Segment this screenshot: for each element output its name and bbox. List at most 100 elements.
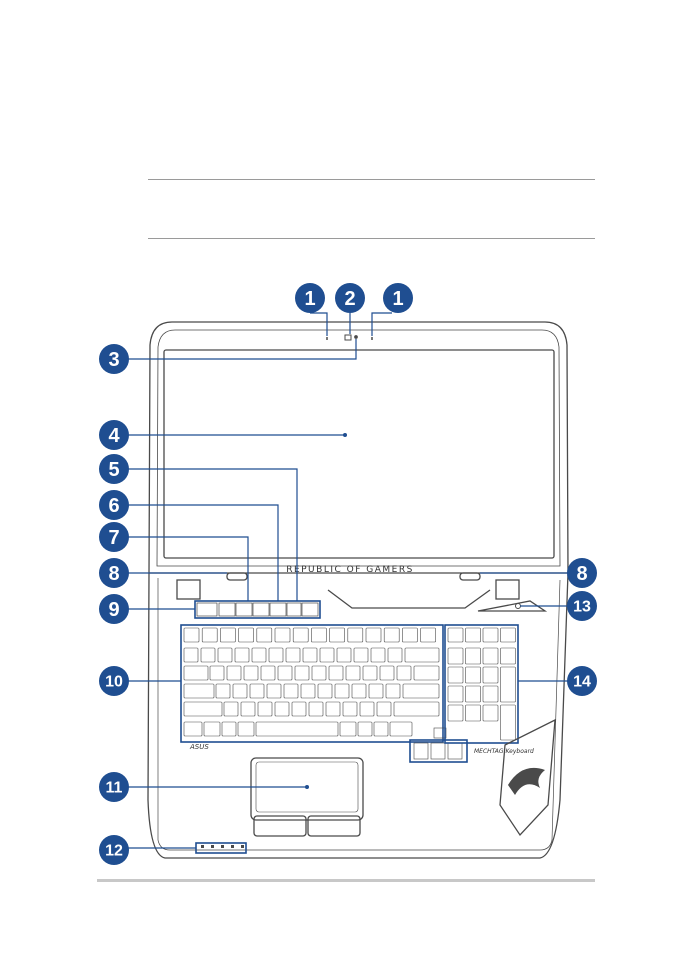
key [393, 701, 440, 717]
callout-13: 13 [567, 591, 597, 621]
key [345, 665, 361, 681]
callout-label: 5 [108, 459, 119, 481]
callout-label: 4 [108, 425, 120, 447]
key [325, 701, 341, 717]
display-panel [163, 349, 555, 559]
numpad-key [500, 627, 516, 643]
numpad-key [465, 627, 481, 643]
leader-1-right [371, 312, 392, 336]
key [209, 665, 225, 681]
touchpad-left-button [253, 815, 307, 837]
key [285, 647, 301, 663]
key [368, 683, 384, 699]
leader-1-left [310, 312, 328, 336]
key [277, 665, 293, 681]
callout-5: 5 [99, 454, 129, 484]
leader-6 [114, 504, 279, 601]
leader-5 [114, 468, 298, 601]
key [351, 683, 367, 699]
callout-14: 14 [567, 666, 597, 696]
leader-3 [114, 339, 357, 360]
key [365, 627, 382, 643]
key [251, 647, 267, 663]
center-vent [327, 589, 491, 609]
webcam-indicator [354, 335, 358, 339]
key [237, 721, 255, 737]
key [311, 627, 327, 643]
callout-8: 8 [99, 558, 129, 588]
key [183, 665, 209, 681]
callout-7: 7 [99, 522, 129, 552]
key [413, 665, 440, 681]
key [319, 647, 335, 663]
hotkey-macro-3 [252, 602, 270, 617]
key [201, 627, 218, 643]
callout-6: 6 [99, 490, 129, 520]
speaker-right [459, 572, 481, 581]
hotkey-volume-up [301, 602, 319, 617]
key [389, 721, 413, 737]
key [183, 721, 203, 737]
key [347, 627, 364, 643]
hinge-left [176, 579, 201, 600]
rog-emblem [508, 767, 545, 795]
callout-label: 3 [108, 349, 119, 371]
speaker-left [226, 572, 248, 581]
numpad-key [482, 685, 499, 703]
numpad-key [447, 647, 464, 665]
key [370, 647, 386, 663]
key [328, 665, 344, 681]
key [373, 721, 389, 737]
key [404, 647, 440, 663]
numpad-key [465, 704, 481, 722]
key [294, 665, 310, 681]
key [274, 701, 290, 717]
callout-label: 14 [573, 674, 591, 691]
callout-1: 1 [295, 283, 325, 313]
leader-7 [114, 536, 249, 601]
arrow-left-key [413, 742, 429, 760]
key [353, 647, 369, 663]
key [379, 665, 395, 681]
key [266, 683, 282, 699]
numpad-highlight [444, 624, 519, 744]
key [215, 683, 231, 699]
numpad-key [482, 647, 499, 665]
key [240, 701, 256, 717]
touchpad-right-button [307, 815, 361, 837]
key [220, 627, 236, 643]
lid-outline [148, 321, 569, 574]
key [339, 721, 357, 737]
callout-4: 4 [99, 420, 129, 450]
keyboard-series: MECHTAG Keyboard [474, 748, 534, 755]
key [268, 647, 284, 663]
callout-label: 6 [108, 495, 119, 517]
laptop-illustration [147, 321, 569, 859]
key [302, 647, 318, 663]
callout-9: 9 [99, 594, 129, 624]
numpad-key [465, 685, 481, 703]
key [232, 683, 248, 699]
numpad-key [447, 685, 464, 703]
key [336, 647, 352, 663]
callout-label: 1 [304, 288, 315, 310]
key [243, 665, 259, 681]
main-keyboard [183, 627, 440, 737]
callout-3: 3 [99, 344, 129, 374]
callout-label: 8 [108, 563, 119, 585]
numpad-key [482, 704, 499, 722]
callout-label: 7 [108, 527, 119, 549]
key [221, 721, 237, 737]
bottom-divider [97, 879, 595, 882]
numpad-key [500, 666, 516, 703]
numpad-key [500, 647, 516, 665]
hotkey-rog [196, 602, 218, 617]
key [387, 647, 403, 663]
key [317, 683, 333, 699]
key [223, 701, 239, 717]
hinge-right [495, 579, 520, 600]
leader-lines [114, 312, 582, 849]
key [362, 665, 378, 681]
arrow-up-key [433, 727, 447, 739]
